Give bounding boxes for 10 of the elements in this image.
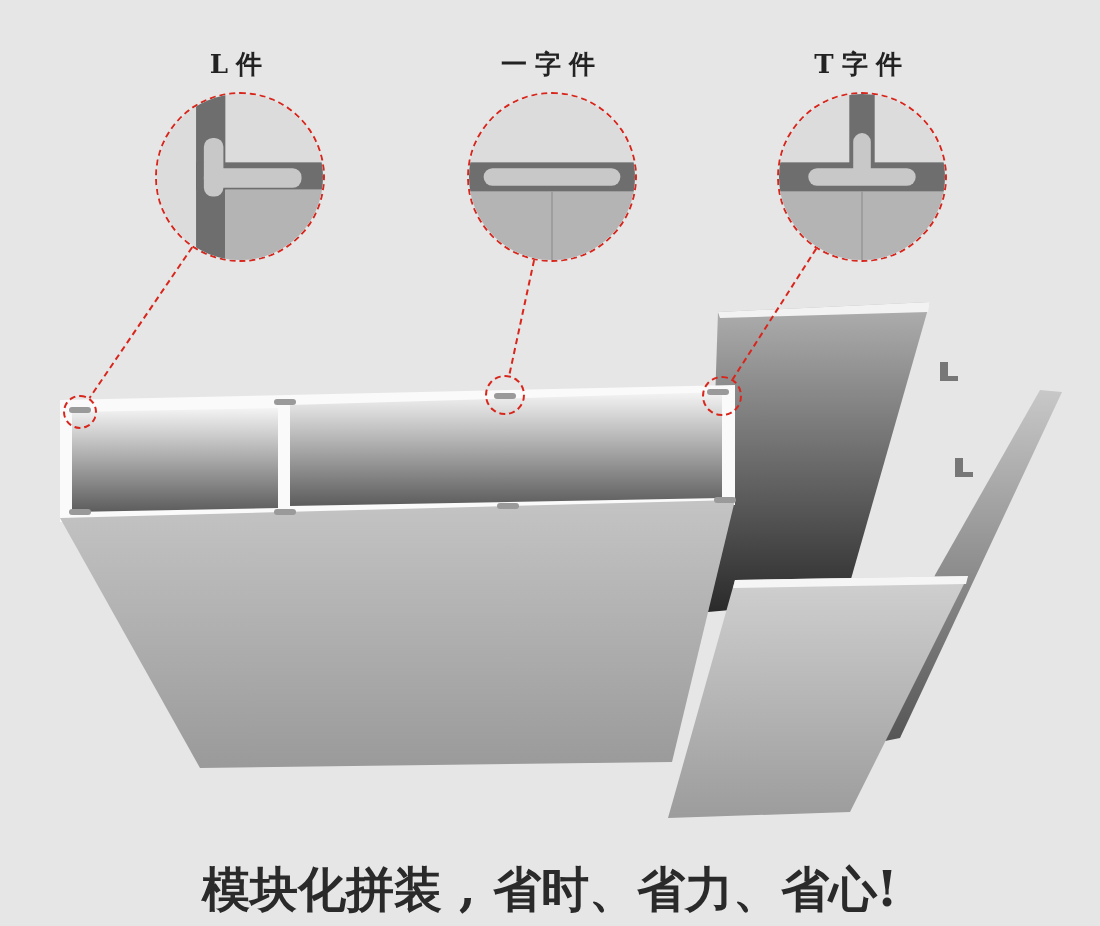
leader-line [731,247,818,381]
zoom-circle [485,375,525,415]
leader-line [508,259,536,377]
leader-line [88,246,194,399]
zoom-circle [63,395,97,429]
heading: 一字件 [500,48,604,81]
heading: T字件 [813,48,911,81]
heading: L件 [208,48,272,81]
zoom-circle [702,376,742,416]
caption: 模块化拼装 , 省时、省力、省心! [200,860,899,919]
